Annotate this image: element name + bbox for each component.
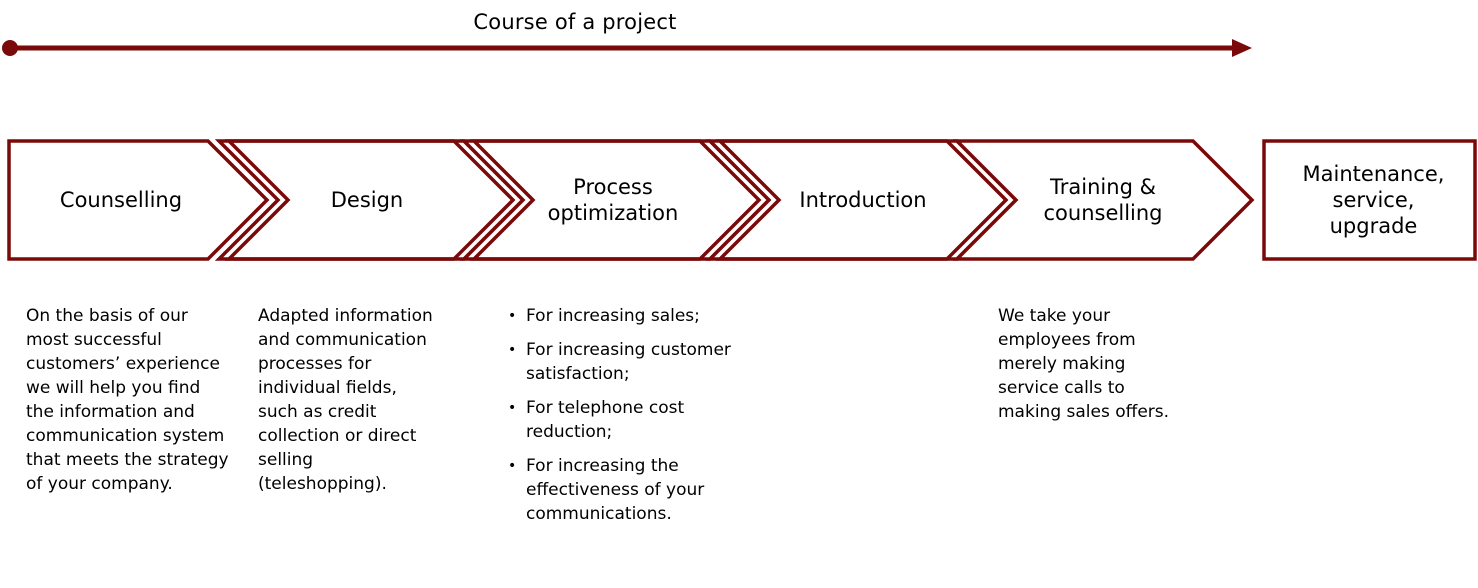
description-design: Adapted information and communication pr… [258, 306, 433, 494]
bullet-text: For telephone cost reduction; [526, 398, 685, 442]
bullet-text: For increasing the effectiveness of your… [526, 456, 705, 524]
list-item: • For increasing customer satisfaction; [500, 338, 760, 386]
chevron-counselling [7, 139, 270, 261]
list-item: • For increasing sales; [500, 304, 760, 328]
chevron-process-inner [469, 139, 762, 261]
timeline-title: Course of a project [473, 10, 677, 34]
bullet-icon: • [508, 400, 517, 416]
description-process-optimization: • For increasing sales; • For increasing c… [500, 304, 760, 536]
step-label-design: Design [330, 188, 404, 212]
chevron-introduction-inner [715, 139, 1009, 261]
bullet-icon: • [508, 342, 517, 358]
list-item: • For increasing the effectiveness of you… [500, 454, 760, 526]
step-label-process-optimization: Process optimization [547, 175, 679, 225]
bullet-text: For increasing sales; [526, 306, 700, 326]
step-label-introduction: Introduction [799, 188, 927, 212]
chevron-design-inner [224, 139, 516, 261]
description-counselling: On the basis of our most successful cust… [26, 306, 229, 494]
bullet-icon: • [508, 308, 517, 324]
step-label-counselling: Counselling [59, 188, 183, 212]
timeline-arrowhead [1232, 39, 1252, 57]
step-label-maintenance: Maintenance, service, upgrade [1302, 162, 1445, 238]
timeline-arrow [2, 39, 1252, 57]
list-item: • For telephone cost reduction; [500, 396, 760, 444]
bullet-icon: • [508, 458, 517, 474]
description-training: We take your employees from merely makin… [998, 306, 1170, 422]
bullet-text: For increasing customer satisfaction; [526, 340, 731, 384]
step-label-training: Training & counselling [1043, 175, 1163, 225]
chevron-training [952, 139, 1255, 261]
box-maintenance [1262, 139, 1477, 261]
process-chevrons [7, 139, 1477, 261]
